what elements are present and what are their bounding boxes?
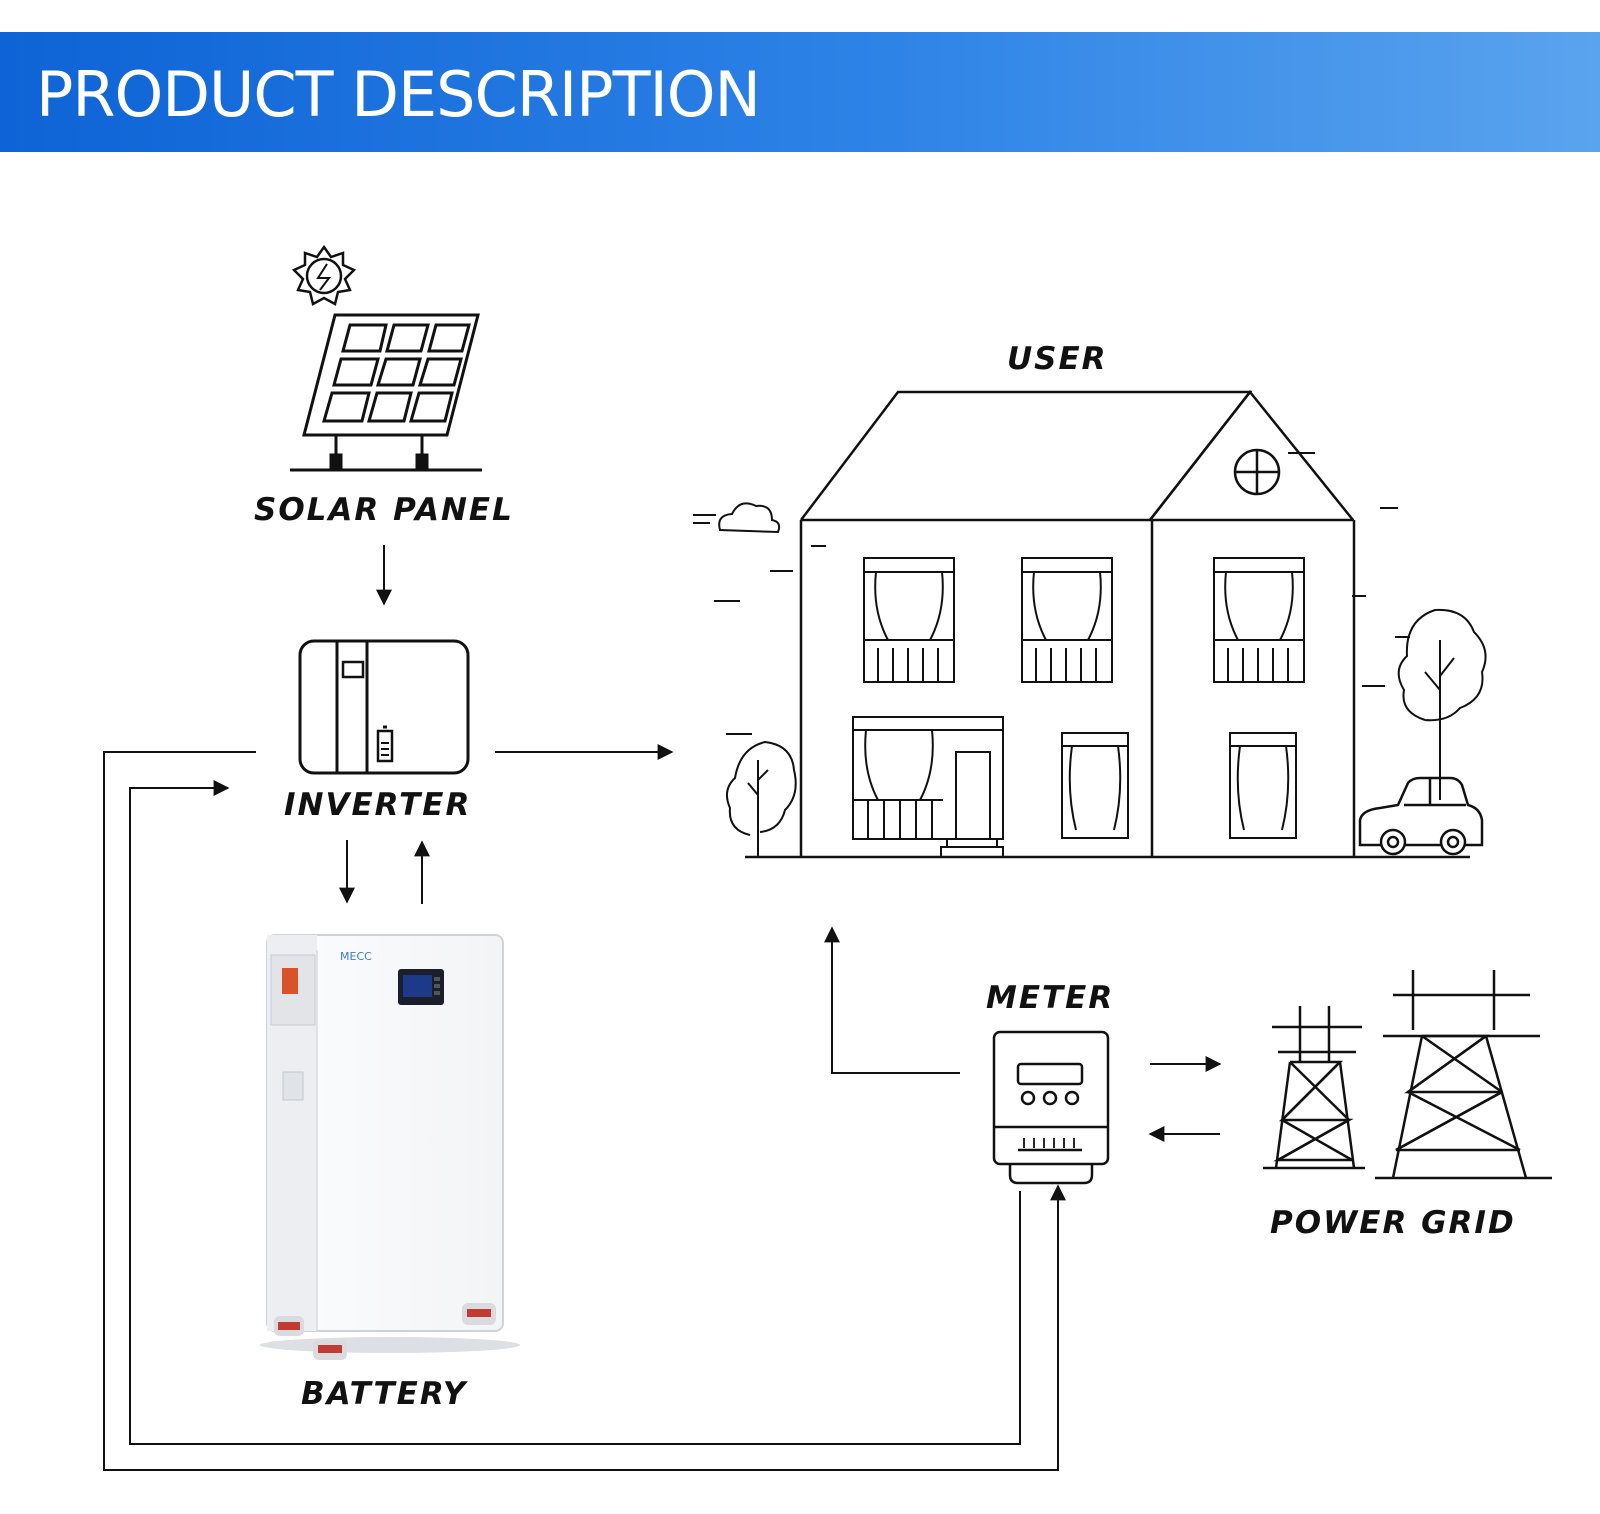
page-title: PRODUCT DESCRIPTION xyxy=(36,58,761,131)
house-icon xyxy=(693,389,1487,859)
battery-label: BATTERY xyxy=(301,1376,468,1412)
meter-label: METER xyxy=(986,980,1115,1016)
inverter-label: INVERTER xyxy=(284,787,472,823)
user-label: USER xyxy=(1007,341,1108,377)
sun-icon xyxy=(291,244,357,306)
battery-icon: MECC xyxy=(260,934,520,1360)
solar-panel-label: SOLAR PANEL xyxy=(254,492,514,528)
inverter-icon xyxy=(298,639,470,775)
battery-brand: MECC xyxy=(340,950,372,963)
solar-panel-icon xyxy=(290,313,482,472)
power-tower-icon xyxy=(1263,970,1552,1180)
power-grid-label: POWER GRID xyxy=(1270,1205,1516,1241)
meter-icon xyxy=(992,1030,1110,1185)
header-banner: PRODUCT DESCRIPTION xyxy=(0,32,1600,152)
flow-arrows xyxy=(103,545,1222,1471)
